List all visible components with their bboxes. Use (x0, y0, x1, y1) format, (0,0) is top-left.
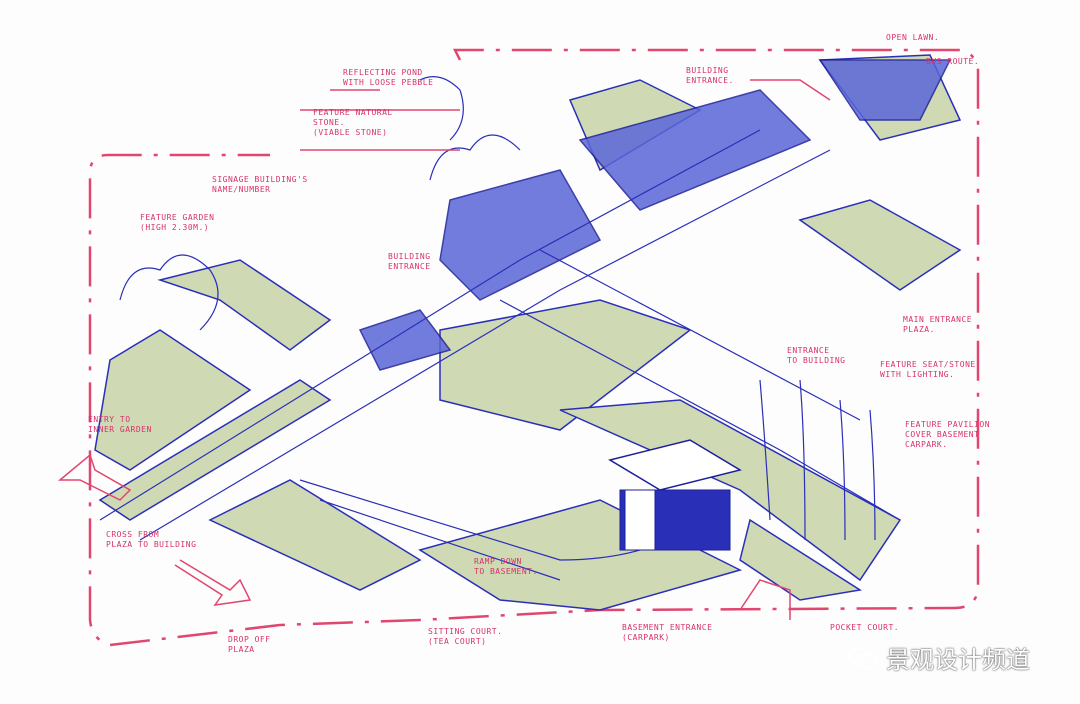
label-line: PLAZA. (903, 325, 935, 334)
label-line: SITTING COURT. (428, 627, 503, 636)
label-line: INNER GARDEN (88, 425, 152, 434)
watermark: 景观设计频道 (848, 640, 1030, 675)
label-line: PLAZA (228, 645, 255, 654)
label-line: TO BASEMENT. (474, 567, 538, 576)
label-line: OPEN LAWN. (886, 33, 940, 42)
label-line: BUILDING (686, 66, 729, 75)
label-line: DROP OFF (228, 635, 271, 644)
label-line: WITH LOOSE PEBBLE (343, 78, 434, 87)
label-line: RAMP DOWN (474, 557, 522, 566)
label-line: POCKET COURT. (830, 623, 900, 632)
planting-beds (94, 54, 962, 611)
label-line: ENTRANCE (787, 346, 830, 355)
label-line: FEATURE SEAT/STONE (880, 360, 976, 369)
label-open-lawn: OPEN LAWN. (886, 33, 939, 43)
label-pocket-court: POCKET COURT. (830, 623, 899, 633)
site-boundary (88, 48, 980, 647)
label-line: (HIGH 2.30M.) (140, 223, 210, 232)
label-bus-route: BUS ROUTE. (926, 57, 979, 67)
label-line: BUS ROUTE. (926, 57, 980, 66)
label-line: MAIN ENTRANCE (903, 315, 973, 324)
label-line: STONE. (313, 118, 345, 127)
label-basement-entrance: BASEMENT ENTRANCE(CARPARK) (622, 623, 712, 643)
label-line: FEATURE GARDEN (140, 213, 215, 222)
label-sitting-court: SITTING COURT.(TEA COURT) (428, 627, 502, 647)
label-line: (VIABLE STONE) (313, 128, 388, 137)
label-line: PLAZA TO BUILDING (106, 540, 197, 549)
label-line: SIGNAGE BUILDING'S (212, 175, 308, 184)
label-line: FEATURE NATURAL (313, 108, 393, 117)
label-line: ENTRANCE (388, 262, 431, 271)
label-line: COVER BASEMENT (905, 430, 980, 439)
label-line: CROSS FROM (106, 530, 160, 539)
label-line: FEATURE PAVILION (905, 420, 991, 429)
label-feature-garden: FEATURE GARDEN(HIGH 2.30M.) (140, 213, 214, 233)
wechat-icon (848, 646, 877, 669)
trees (119, 76, 876, 541)
label-line: NAME/NUMBER (212, 185, 271, 194)
label-line: REFLECTING POND (343, 68, 423, 77)
feature-pavilion (608, 439, 742, 551)
label-line: (CARPARK) (622, 633, 670, 642)
label-line: ENTRANCE. (686, 76, 734, 85)
label-line: (TEA COURT) (428, 637, 487, 646)
label-line: BUILDING (388, 252, 431, 261)
watermark-text: 景观设计频道 (886, 646, 1030, 674)
label-line: TO BUILDING (787, 356, 846, 365)
label-line: BASEMENT ENTRANCE (622, 623, 713, 632)
label-line: CARPARK. (905, 440, 948, 449)
reflecting-ponds (358, 59, 952, 371)
circulation-arrows (57, 79, 831, 620)
label-line: ENTRY TO (88, 415, 131, 424)
label-line: WITH LIGHTING. (880, 370, 955, 379)
